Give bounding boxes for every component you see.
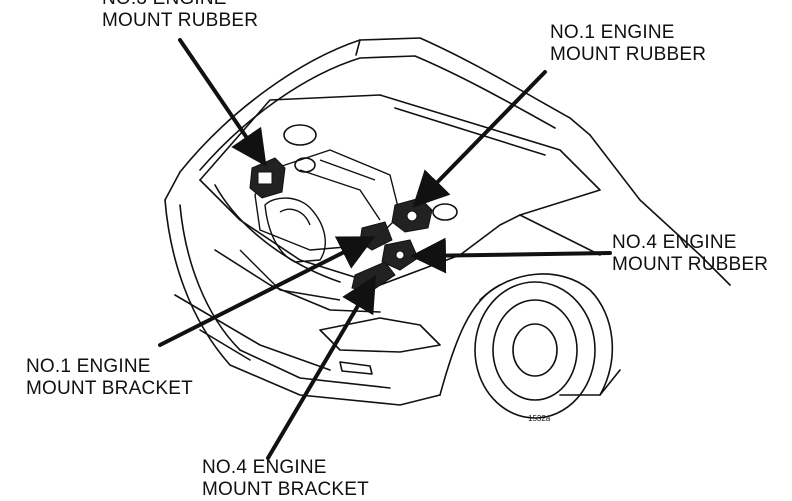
label-no1-mount-bracket: NO.1 ENGINE MOUNT BRACKET xyxy=(26,356,193,400)
label-line: MOUNT RUBBER xyxy=(550,44,707,65)
label-line: NO.4 ENGINE xyxy=(202,457,327,478)
label-line: NO.1 ENGINE xyxy=(550,22,675,43)
leader-arrows xyxy=(158,38,612,460)
arrow-no4-bracket xyxy=(266,275,377,460)
label-no1-mount-rubber: NO.1 ENGINE MOUNT RUBBER xyxy=(550,22,706,66)
car-body-outline xyxy=(164,37,731,419)
no4-mount-bracket-part xyxy=(351,261,396,293)
arrow-no3-rubber xyxy=(178,38,267,167)
no3-mount-rubber-part xyxy=(249,157,286,199)
label-no4-mount-bracket: NO.4 ENGINE MOUNT BRACKET xyxy=(202,457,369,501)
label-no4-mount-rubber: NO.4 ENGINE MOUNT RUBBER xyxy=(612,232,768,276)
arrow-no4-rubber xyxy=(410,237,612,274)
label-line: MOUNT BRACKET xyxy=(26,378,193,399)
label-line: NO.4 ENGINE xyxy=(612,232,737,253)
arrow-no1-rubber xyxy=(412,70,547,208)
label-line: MOUNT RUBBER xyxy=(102,10,259,31)
no4-mount-rubber-part xyxy=(381,239,419,271)
label-no3-mount-rubber: NO.3 ENGINE MOUNT RUBBER xyxy=(102,0,258,32)
label-line: MOUNT RUBBER xyxy=(612,254,769,275)
no1-mount-rubber-part xyxy=(391,197,433,233)
figure-id: 1532a xyxy=(528,414,551,423)
label-line: NO.1 ENGINE xyxy=(26,356,151,377)
arrow-no1-bracket xyxy=(158,236,376,347)
label-line: MOUNT BRACKET xyxy=(202,479,369,500)
label-line: NO.3 ENGINE xyxy=(102,0,258,10)
